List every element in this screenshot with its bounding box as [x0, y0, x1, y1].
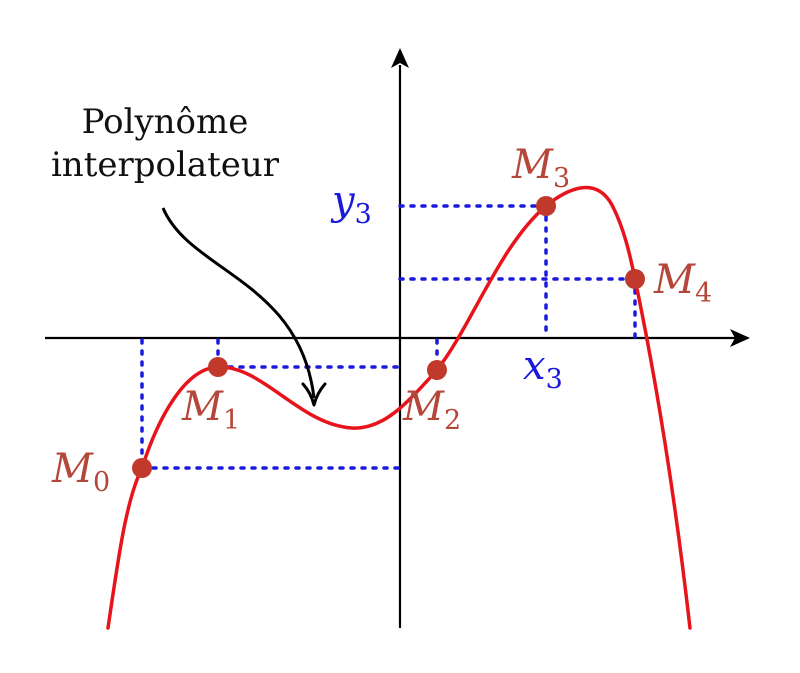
label-x3: x3	[523, 343, 563, 395]
label-m2: M2	[402, 384, 461, 436]
point-m1	[208, 357, 228, 377]
x-axis-arrow-icon	[730, 329, 750, 347]
label-y3: y3	[330, 178, 372, 230]
point-m4	[625, 269, 645, 289]
annotation-arrowhead-icon	[301, 382, 327, 407]
label-m4: M4	[653, 257, 712, 309]
annotation-line-2: interpolateur	[51, 145, 280, 185]
point-m3	[536, 196, 556, 216]
point-m2	[427, 360, 447, 380]
point-m0	[132, 458, 152, 478]
annotation-line-1: Polynôme	[82, 102, 249, 142]
y-axis-arrow-icon	[391, 48, 409, 68]
label-m1: M1	[181, 384, 240, 436]
annotation-arrow	[161, 207, 316, 399]
label-m0: M0	[51, 446, 110, 498]
label-m3: M3	[511, 142, 570, 194]
